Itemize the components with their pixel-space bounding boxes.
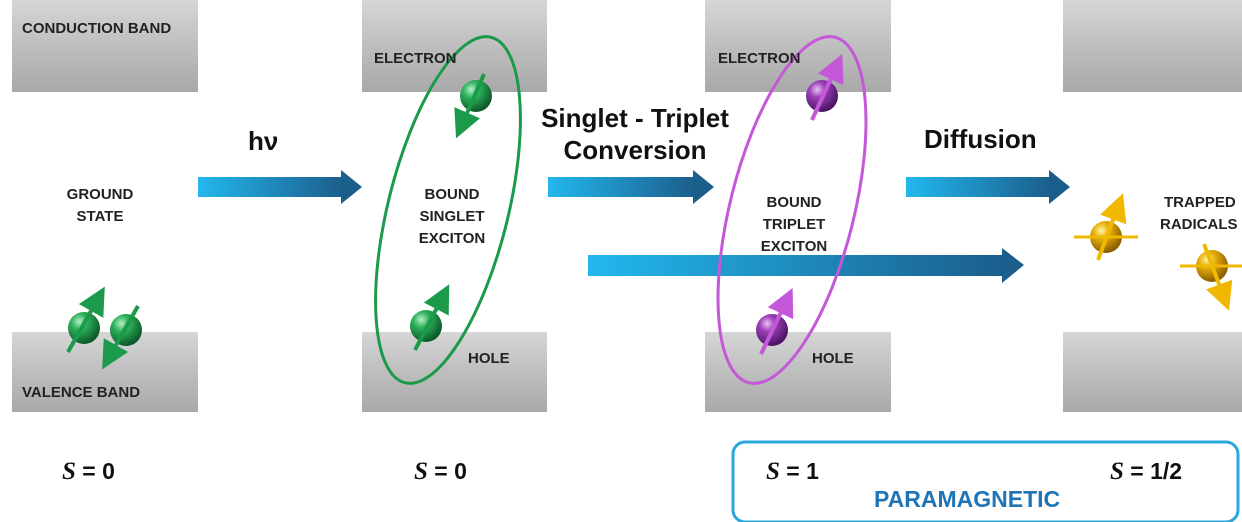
conduction-band-box-1 (12, 0, 198, 92)
conduction-band-box-4 (1063, 0, 1242, 92)
spin-label-singlet: S = 0 (414, 458, 467, 485)
arrow-diffusion (906, 170, 1070, 204)
paramagnetic-label: PARAMAGNETIC (874, 486, 1061, 512)
ground-electron-spin-up (66, 286, 105, 353)
hole-label-singlet: HOLE (468, 350, 510, 367)
ground-state-label: GROUND STATE (66, 186, 134, 225)
ground-electron-spin-down (102, 305, 142, 370)
paramagnetic-box (731, 440, 1240, 522)
diffusion-label: Diffusion (924, 124, 1037, 154)
valence-band-box-2 (362, 332, 547, 412)
arrow-photon-absorption (198, 170, 362, 204)
triplet-hole-particle (756, 287, 794, 355)
singlet-triplet-conversion-label: Singlet - Triplet Conversion (541, 103, 729, 165)
photon-label: hν (248, 126, 279, 156)
triplet-exciton-ellipse (716, 35, 868, 385)
spin-label-radicals: S = 1/2 (1110, 458, 1183, 485)
hole-label-triplet: HOLE (812, 350, 854, 367)
singlet-electron-particle (454, 73, 492, 139)
valence-band-box-4 (1063, 332, 1242, 412)
triplet-electron-particle (806, 53, 844, 121)
conduction-band-box-3 (705, 0, 891, 92)
singlet-exciton-ellipse (374, 35, 522, 385)
conduction-band-label: CONDUCTION BAND (22, 20, 172, 37)
triplet-exciton-label: BOUND TRIPLET EXCITON (760, 194, 828, 255)
arrow-direct-to-radicals (588, 248, 1024, 283)
trapped-radical-1 (1074, 193, 1138, 261)
singlet-exciton-label: BOUND SINGLET EXCITON (418, 186, 486, 247)
trapped-radicals-label: TRAPPED RADICALS (1160, 194, 1238, 233)
electron-label-triplet: ELECTRON (718, 50, 801, 67)
valence-band-box-3 (705, 332, 891, 412)
valence-band-label: VALENCE BAND (22, 384, 141, 401)
spin-label-triplet: S = 1 (766, 458, 819, 485)
trapped-radical-2 (1180, 243, 1242, 311)
singlet-hole-particle (410, 284, 450, 351)
electron-label-singlet: ELECTRON (374, 50, 457, 67)
arrow-singlet-triplet (548, 170, 714, 204)
spin-label-ground: S = 0 (62, 458, 115, 485)
